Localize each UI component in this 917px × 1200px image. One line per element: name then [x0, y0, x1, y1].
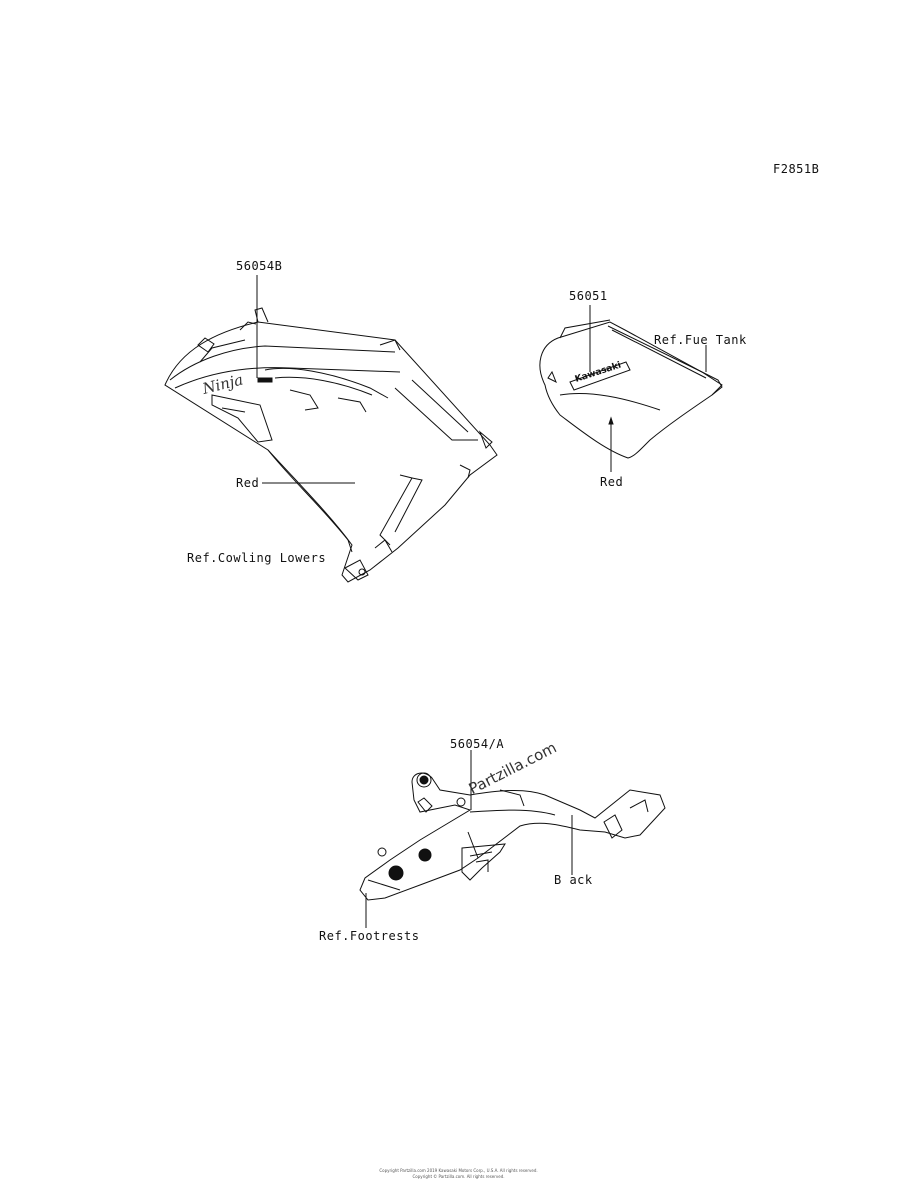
part-number-56051: 56051: [569, 289, 608, 303]
frame-bracket-illustration: [359, 750, 666, 928]
footer-line-1: Copyright Partzilla.com 2019 Kawasaki Mo…: [379, 1168, 538, 1173]
ref-label-cowling: Ref.Cowling Lowers: [187, 551, 327, 565]
color-label-cowling: Red: [236, 476, 260, 490]
fuel-tank-illustration: Kawasaki: [539, 305, 723, 472]
footer-line-2: Copyright © Partzilla.com. All rights re…: [412, 1174, 505, 1179]
color-label-tank: Red: [600, 475, 624, 489]
part-number-56054b: 56054B: [236, 259, 283, 273]
ninja-emblem: Ninja: [200, 370, 245, 398]
part-number-56054a: 56054/A: [450, 737, 505, 751]
ref-label-tank: Ref.Fue Tank: [654, 333, 747, 347]
color-label-frame: B ack: [554, 873, 593, 887]
ref-label-frame: Ref.Footrests: [319, 929, 420, 943]
figure-code: F2851B: [773, 162, 820, 176]
cowling-lower-illustration: Ninja: [164, 275, 498, 583]
